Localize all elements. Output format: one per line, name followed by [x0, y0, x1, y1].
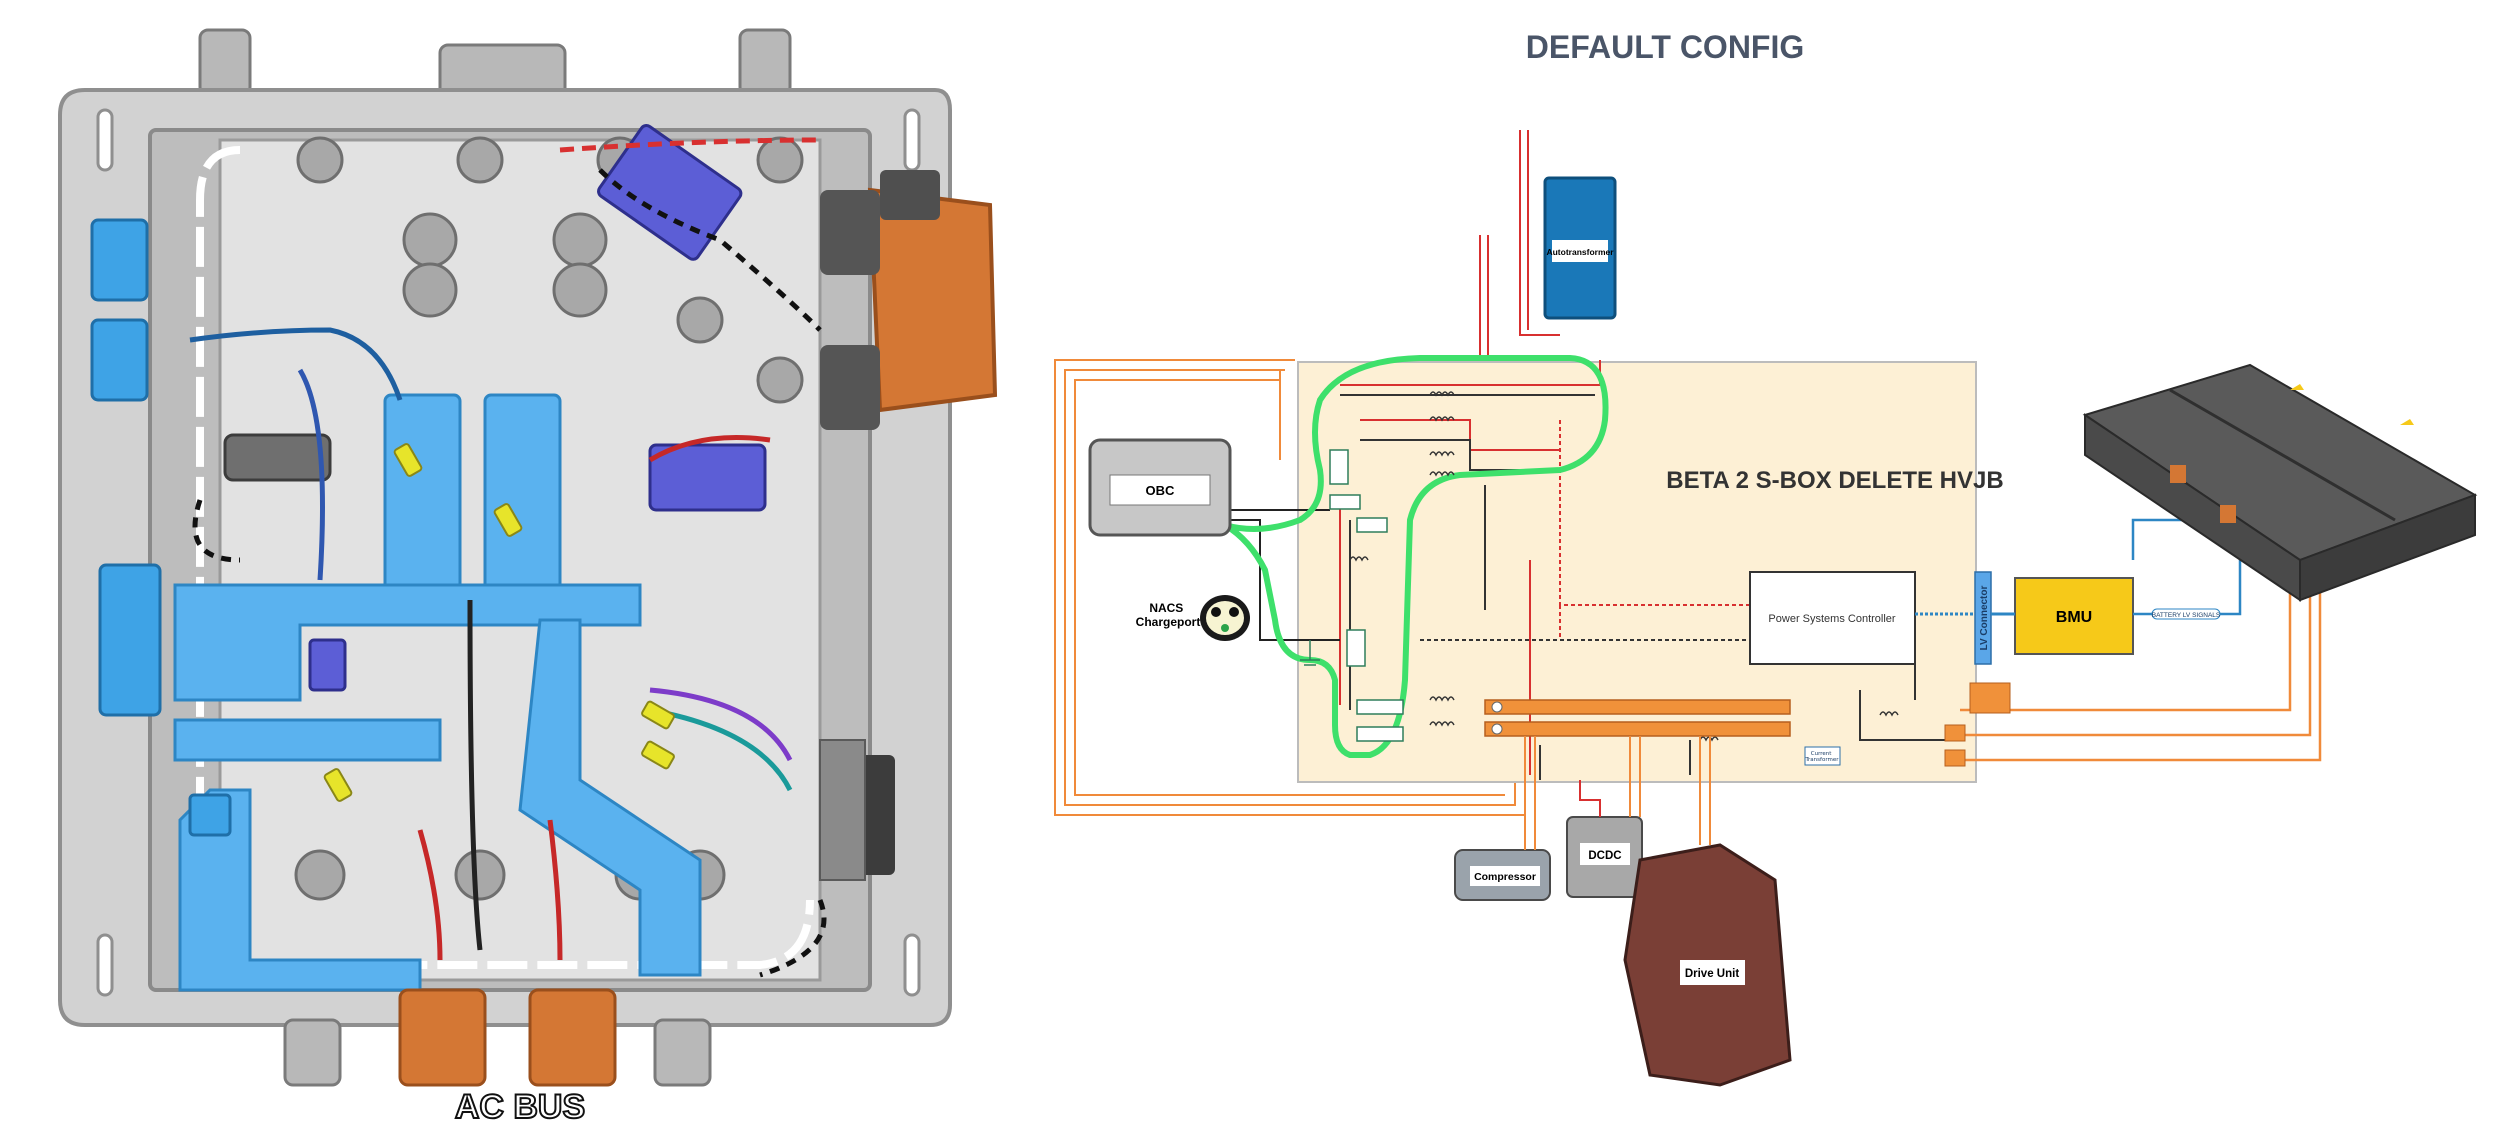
- dcdc-label: DCDC: [1588, 850, 1621, 862]
- chargeport-label: NACS Chargeport: [1136, 601, 1201, 629]
- left-connectors: [90, 218, 232, 837]
- load-feeds: [1524, 736, 1711, 850]
- bottom-connectors: [283, 988, 712, 1087]
- battery-pack: [2082, 363, 2478, 602]
- chargeport-line2: Chargeport: [1136, 615, 1201, 629]
- battery-lv-signals-label: BATTERY LV SIGNALS: [2152, 612, 2221, 619]
- compressor-label: Compressor: [1474, 871, 1536, 883]
- pack-fuse: [1969, 682, 2011, 714]
- power-systems-controller: [1749, 571, 1916, 665]
- internal-wiring: [189, 137, 827, 978]
- dcdc: DCDC: [1566, 780, 1643, 898]
- yellow-ferrules: [323, 443, 675, 802]
- ct-line2: Transformer: [1804, 757, 1839, 763]
- right-dark-connector: [860, 755, 895, 875]
- obc-label: OBC: [1146, 483, 1176, 498]
- chargeport-line1: NACS: [1149, 601, 1183, 615]
- chargeport: NACS Chargeport: [1136, 595, 1250, 641]
- page-title: DEFAULT CONFIG: [1526, 29, 1805, 65]
- current-transformer-label: Current Transformer: [1804, 751, 1839, 763]
- lv-connector: [1974, 571, 1992, 665]
- hvjb-board-render: AC BUS: [58, 28, 998, 1127]
- hv-bus-bars: [1484, 699, 1791, 737]
- compressor: Compressor: [1454, 849, 1551, 901]
- autotransformer: Autotransformer: [1543, 176, 1617, 320]
- bmu-label: BMU: [2056, 609, 2092, 626]
- pack-feeds: [1960, 555, 2322, 762]
- autotransformer-label: Autotransformer: [1546, 247, 1614, 257]
- drive-unit-label: Drive Unit: [1685, 968, 1739, 980]
- ground-symbol: [1300, 640, 1320, 666]
- obc-module: OBC: [1088, 438, 1232, 537]
- enclosure-title: BETA 2 S-BOX DELETE HVJB: [1666, 467, 2003, 494]
- internal-components: [1329, 449, 1404, 742]
- orange-connector-right: [820, 170, 998, 430]
- ct-line1: Current: [1811, 751, 1833, 757]
- contactors-purple: [308, 124, 767, 692]
- bmu: [2014, 577, 2134, 655]
- toroid-sensor: [223, 433, 332, 482]
- lv-connector-label: LV Connector: [1979, 585, 1990, 650]
- relay-coils: [1349, 391, 1899, 742]
- ac-bus-caption: AC BUS: [455, 1088, 585, 1126]
- current-transformer: [1804, 746, 1841, 766]
- psc-label: Power Systems Controller: [1768, 613, 1895, 625]
- drive-unit: Drive Unit: [1623, 843, 1792, 1087]
